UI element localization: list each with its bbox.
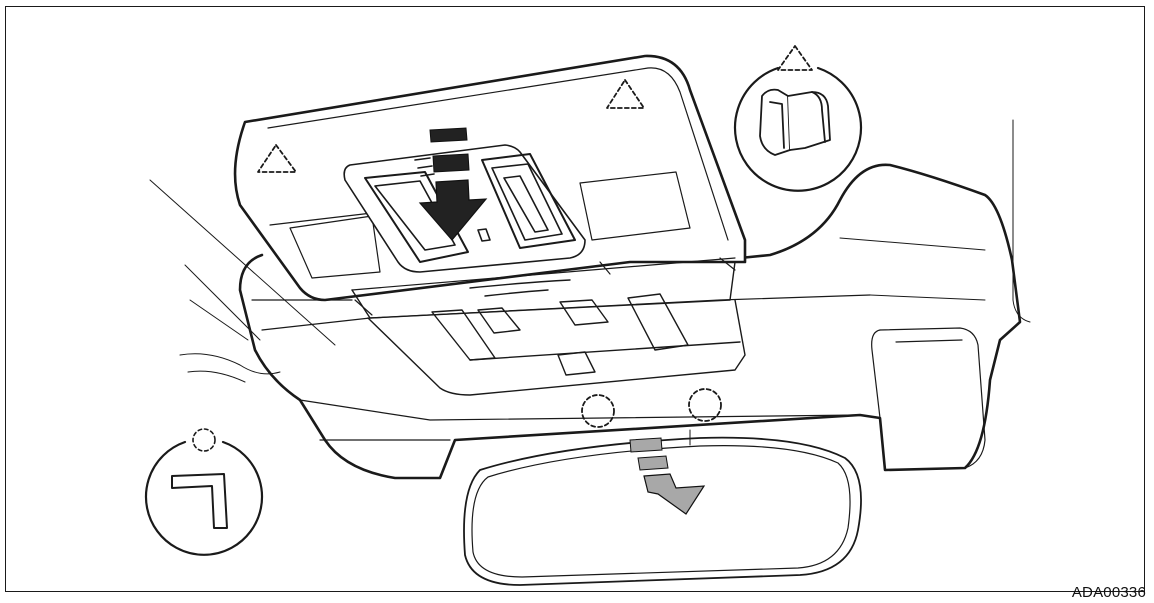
hook-callout (144, 428, 264, 556)
clip-location-icon (581, 394, 615, 428)
lower-lamp-assembly (351, 261, 746, 396)
clip-location-icon (688, 388, 722, 422)
clip-location-icon (192, 428, 216, 452)
lamp-housing-inner (267, 67, 736, 316)
clip-icon (759, 88, 831, 156)
caution-triangle-icon (606, 79, 645, 109)
pull-arrow-icon (629, 437, 706, 515)
caution-triangle-icon (257, 144, 297, 173)
caution-triangle-icon (777, 45, 813, 71)
hook-icon (171, 473, 228, 529)
background-lines (149, 119, 1031, 446)
push-arrow-icon (418, 127, 488, 241)
figure-code: ADA00336 (1071, 584, 1146, 601)
console-body-outline (238, 163, 1022, 480)
clip-callout (733, 45, 863, 192)
